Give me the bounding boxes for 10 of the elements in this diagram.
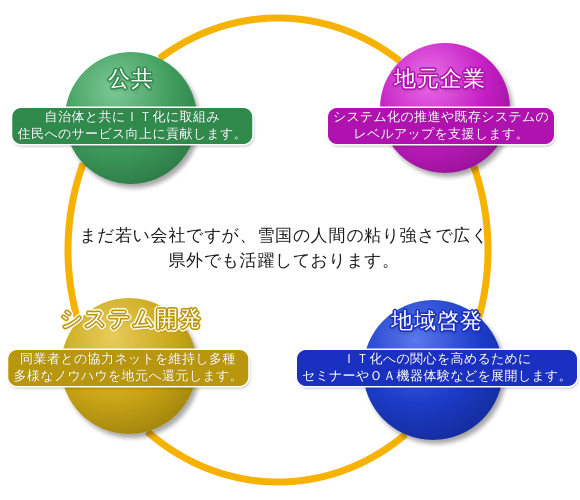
circle-heading: 地元企業 <box>394 67 486 93</box>
circle-heading: 公共 <box>108 67 154 93</box>
circle-heading: 地域啓発 <box>391 309 483 335</box>
intro-text: まだ若い会社ですが、雪国の人間の粘り強さで広く県外でも活躍しております。 <box>79 225 489 273</box>
ring-arc <box>144 428 408 486</box>
circle-text: システム化の推進や既存システムのレベルアップを支援します。 <box>328 108 554 144</box>
circle-text: ＩＴ化への関心を高めるためにセミナーやＯＡ機器体験などを展開します。 <box>297 350 577 386</box>
ring-arc <box>157 14 402 64</box>
circle-text: 同業者との協力ネットを維持し多種多様なノウハウを地元へ還元します。 <box>8 350 248 386</box>
circle-text: 自治体と共にＩＴ化に取組み住民へのサービス向上に貢献します。 <box>12 108 252 144</box>
